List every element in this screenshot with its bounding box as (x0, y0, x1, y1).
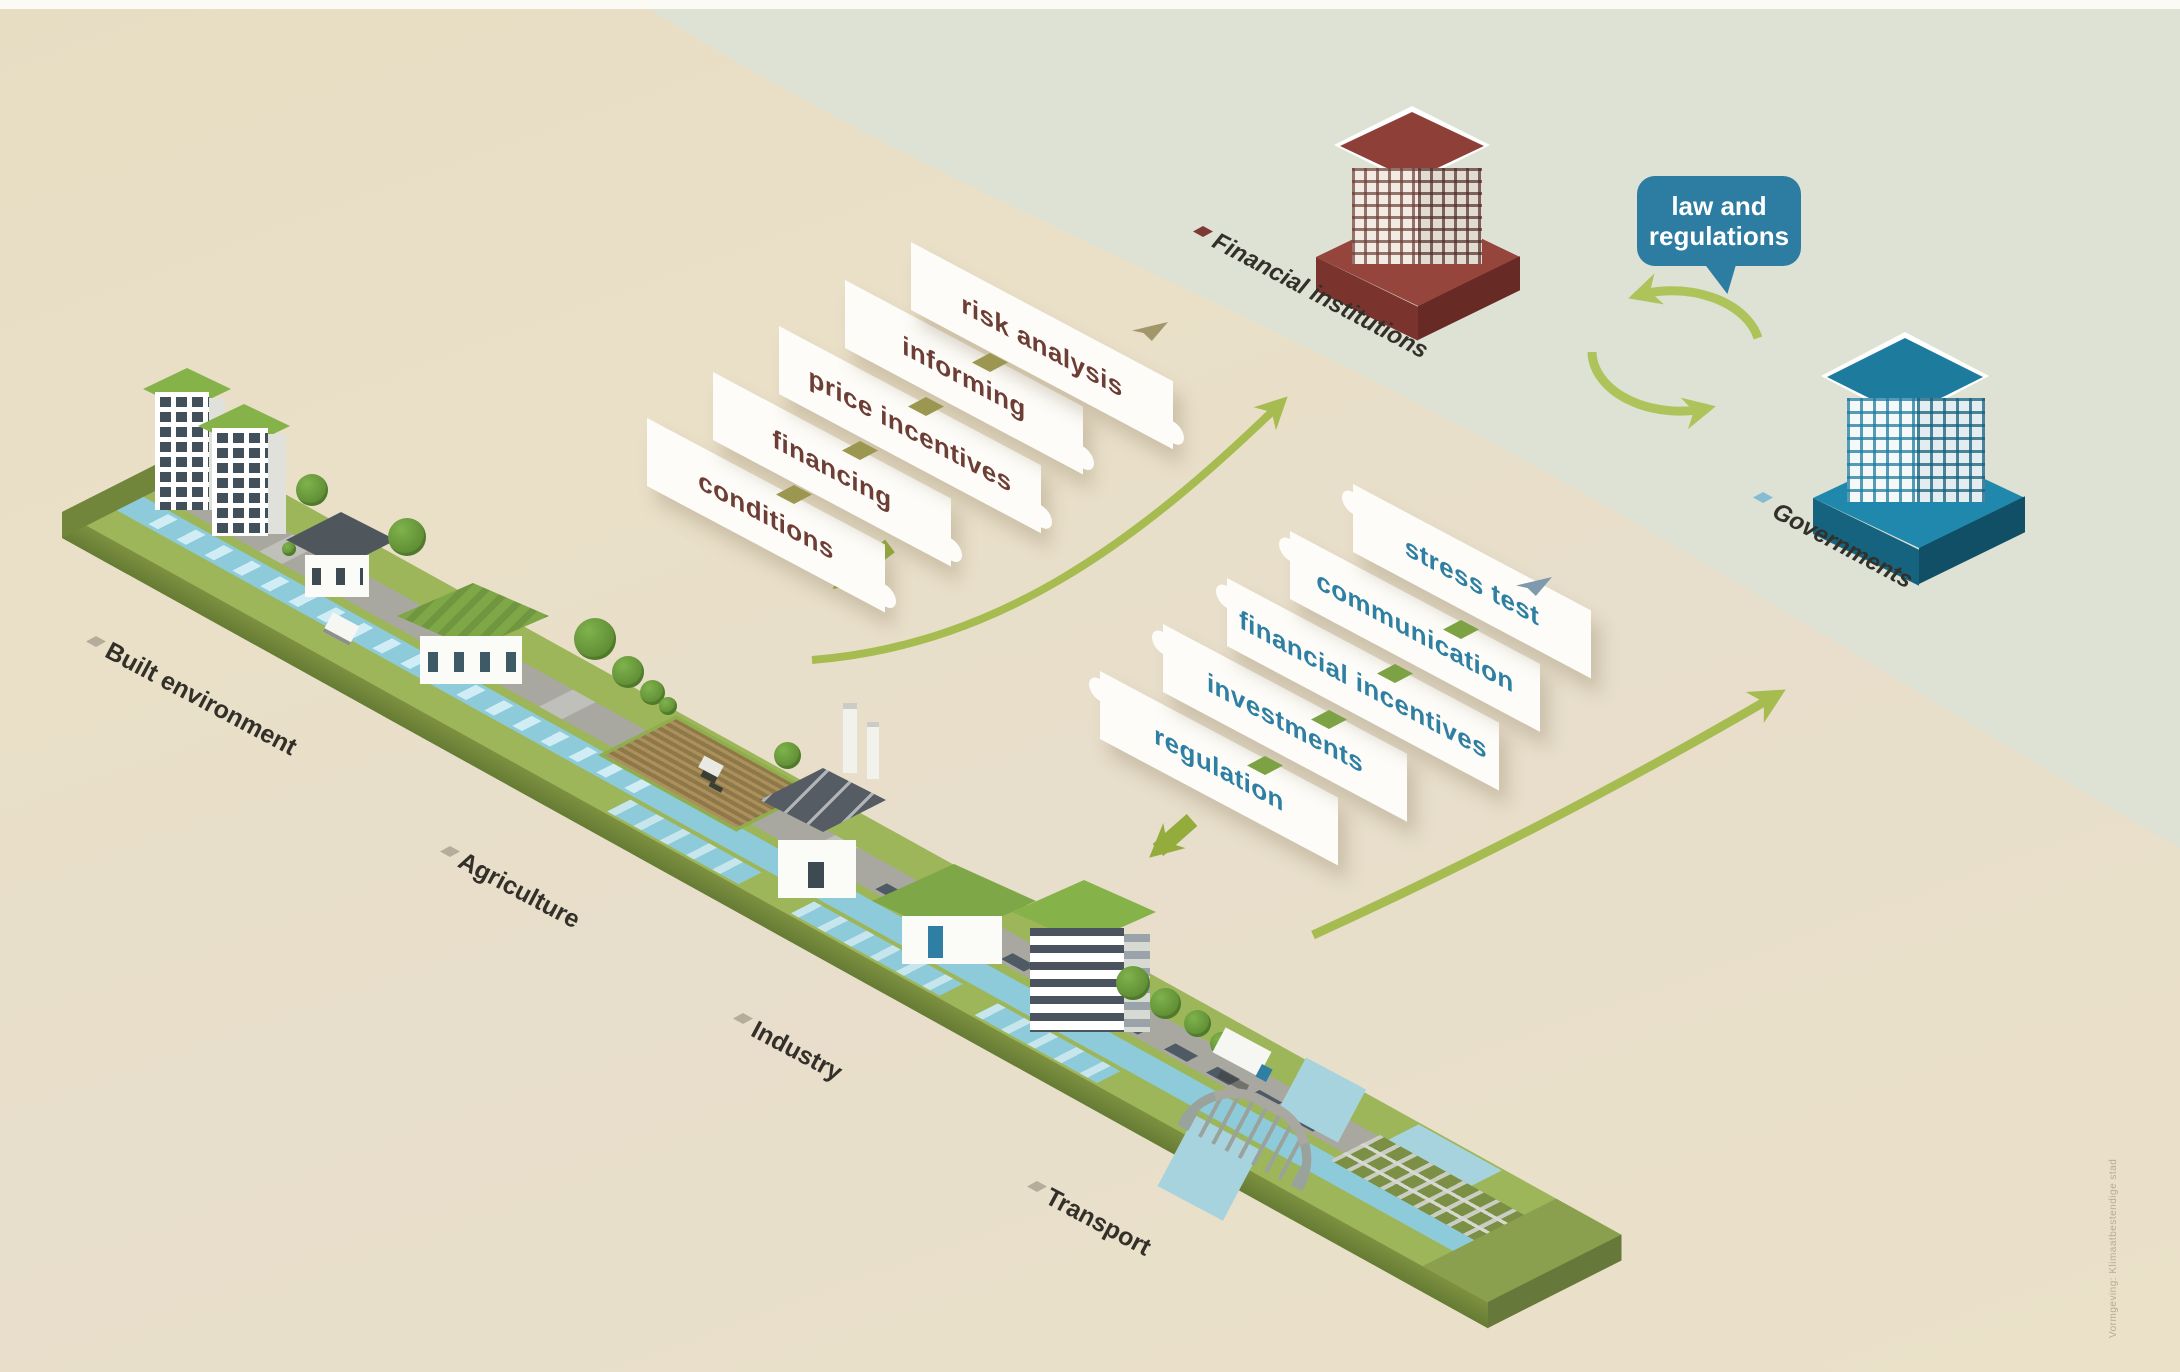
highrise-tower (212, 428, 268, 536)
financial-institutions-bullet (1193, 226, 1213, 237)
tree-icon (612, 656, 644, 688)
sector-bullet (440, 846, 460, 857)
financial-institutions-facade (1418, 168, 1482, 264)
tree-icon (574, 618, 616, 660)
sector-bullet (86, 636, 106, 647)
puzzle-connector (1247, 756, 1283, 775)
factory-chimney (843, 703, 857, 773)
tree-icon (282, 542, 296, 556)
tree-icon (1184, 1010, 1211, 1037)
puzzle-connector (972, 353, 1008, 372)
bubble-line1: law and (1671, 191, 1767, 221)
puzzle-connector (1377, 664, 1413, 683)
puzzle-connector (842, 441, 878, 460)
sector-bullet (1027, 1181, 1047, 1192)
house-body (305, 555, 369, 597)
puzzle-connector (1443, 620, 1479, 639)
puzzle-connector (908, 397, 944, 416)
cycle-arrow-top (1628, 273, 1763, 340)
factory-chimney (867, 722, 879, 779)
law-regulations-bubble: law and regulations (1637, 176, 1801, 266)
cycle-arrow-bottom (1587, 351, 1716, 430)
tree-icon (388, 518, 426, 556)
tree-icon (659, 697, 677, 715)
factory-body (778, 840, 856, 898)
highrise-side (268, 434, 286, 534)
curve-to-financial-institutions (811, 396, 1288, 664)
tree-icon (774, 742, 801, 769)
sector-bullet (733, 1013, 753, 1024)
government-measures-arrow (1149, 814, 1198, 858)
credit-text: Vormgeving: Klimaatbestendige stad (2108, 1158, 2119, 1338)
governments-facade (1847, 398, 1917, 502)
office-body (1030, 928, 1124, 1032)
top-border (0, 0, 2180, 9)
curve-to-governments (1311, 689, 1786, 940)
financial-institutions-facade (1352, 168, 1418, 264)
governments-facade (1917, 398, 1985, 502)
bubble-line2: regulations (1648, 221, 1790, 251)
highrise-tower (155, 392, 209, 510)
flat-building-door (928, 926, 943, 958)
flat-building-body (902, 916, 1002, 964)
tree-icon (1116, 966, 1150, 1000)
puzzle-connector (776, 485, 812, 504)
barn-body (420, 636, 522, 684)
governments-bullet (1753, 492, 1773, 503)
puzzle-connector (1311, 710, 1347, 729)
tree-icon (296, 474, 328, 506)
tree-icon (1150, 988, 1181, 1019)
